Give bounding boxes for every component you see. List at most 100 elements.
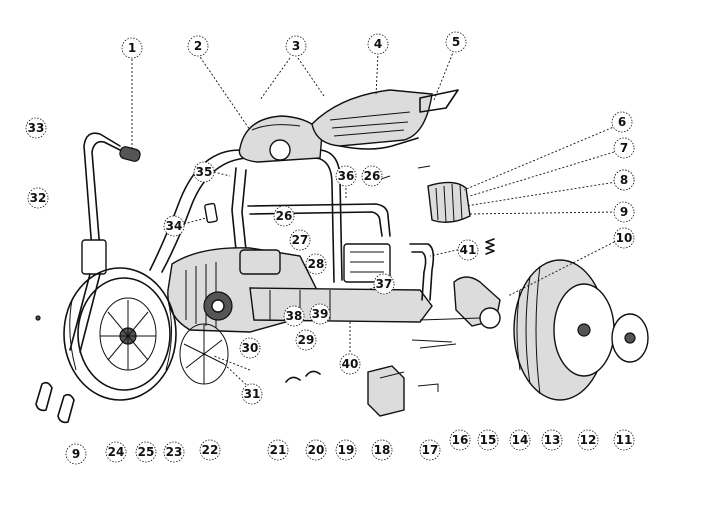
callout-number: 27 [292,233,309,247]
callout-circle [477,429,499,451]
callout-circle [135,441,157,463]
callout-circle [419,439,441,461]
callout-number: 28 [308,257,325,271]
callout-circle [309,303,331,325]
callout-number: 12 [580,433,597,447]
callout-number: 15 [480,433,497,447]
callout-circle [267,439,289,461]
callout-39: 39 [309,303,331,325]
callout-circle [65,443,87,465]
callout-6: 6 [611,111,633,133]
callout-circle [449,429,471,451]
callout-circle [361,165,383,187]
rear-frame [247,203,391,237]
seat-bracket [419,89,459,113]
callout-9: 9 [613,201,635,223]
callout-20: 20 [305,439,327,461]
callout-14: 14 [509,429,531,451]
air-filter [427,181,471,223]
callout-1: 1 [121,37,143,59]
callout-number: 25 [138,445,155,459]
callout-number: 8 [620,173,628,187]
callout-40: 40 [339,353,361,375]
callout-10: 10 [613,227,635,249]
front-wheel [63,267,177,401]
callout-circle [305,253,327,275]
callout-number: 30 [242,341,259,355]
callout-circle [289,229,311,251]
callout-circle [25,117,47,139]
callout-circle [367,33,389,55]
callout-number: 17 [422,443,439,457]
rear-tire [513,259,615,401]
callout-number: 4 [374,37,382,51]
callout-circle [509,429,531,451]
callout-41: 41 [457,239,479,261]
callout-11: 11 [613,429,635,451]
callout-38: 38 [283,305,305,327]
callout-number: 38 [286,309,303,323]
callout-circle [541,429,563,451]
callout-number: 13 [544,433,561,447]
callout-12: 12 [577,429,599,451]
callout-18: 18 [371,439,393,461]
handlebar [83,132,141,251]
callout-17: 17 [419,439,441,461]
callout-circle [613,169,635,191]
callout-37: 37 [373,273,395,295]
callout-number: 16 [452,433,469,447]
rim-half [611,313,649,363]
front-fork [69,239,107,353]
callout-circle [241,383,263,405]
callout-3: 3 [285,35,307,57]
callout-number: 26 [276,209,293,223]
callout-number: 41 [460,243,477,257]
callout-circle [613,429,635,451]
callout-circle [273,205,295,227]
callout-circle [163,215,185,237]
callout-circle [445,31,467,53]
callout-number: 37 [376,277,393,291]
callout-24: 24 [105,441,127,463]
callout-circle [613,137,635,159]
callout-34: 34 [163,215,185,237]
callout-number: 32 [30,191,47,205]
callout-number: 9 [620,205,628,219]
callout-number: 3 [292,39,300,53]
callout-number: 5 [452,35,460,49]
callout-2: 2 [187,35,209,57]
callout-number: 18 [374,443,391,457]
callout-8: 8 [613,169,635,191]
callout-16: 16 [449,429,471,451]
callout-number: 10 [616,231,633,245]
callout-number: 24 [108,445,125,459]
callout-25: 25 [135,441,157,463]
callout-15: 15 [477,429,499,451]
callout-circle [339,353,361,375]
rear-hub [419,276,501,329]
callout-7: 7 [613,137,635,159]
callout-number: 9 [72,447,80,461]
callout-circle [27,187,49,209]
callout-circle [577,429,599,451]
callout-26: 26 [361,165,383,187]
callout-26: 26 [273,205,295,227]
callout-number: 39 [312,307,329,321]
spring [485,238,495,255]
callout-number: 33 [28,121,45,135]
callout-29: 29 [295,329,317,351]
callout-number: 31 [244,387,261,401]
callout-number: 34 [166,219,183,233]
brake-disc [179,323,229,385]
callout-circle [371,439,393,461]
callout-number: 6 [618,115,626,129]
callout-28: 28 [305,253,327,275]
callout-number: 21 [270,443,287,457]
callout-number: 11 [616,433,633,447]
callout-circle [163,441,185,463]
callout-circle [335,165,357,187]
callout-number: 35 [196,165,213,179]
callout-number: 23 [166,445,183,459]
callout-number: 14 [512,433,529,447]
